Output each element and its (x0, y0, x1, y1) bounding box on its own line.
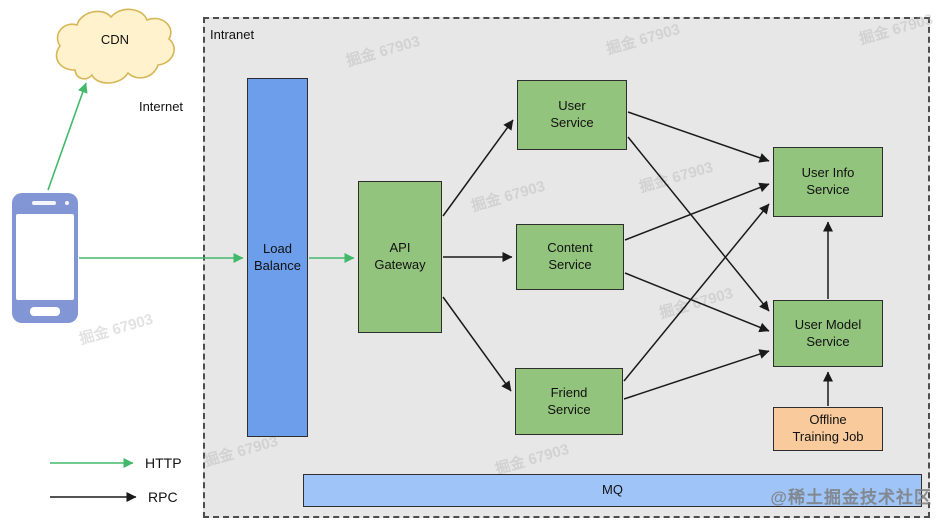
user-info-service-node: User Info Service (773, 147, 883, 217)
phone-screen (16, 214, 74, 300)
legend-http-label: HTTP (145, 455, 182, 471)
load-balance-node: Load Balance (247, 78, 308, 437)
intranet-label: Intranet (210, 27, 255, 42)
watermark-tile: 掘金 67903 (77, 310, 156, 349)
phone-home-button (30, 307, 60, 316)
cdn-cloud-icon (50, 6, 180, 92)
legend-rpc-label: RPC (148, 489, 178, 505)
internet-label: Internet (138, 99, 184, 114)
content-service-node: Content Service (516, 224, 624, 290)
user-service-node: User Service (517, 80, 627, 150)
phone-speaker (32, 201, 56, 205)
friend-service-node: Friend Service (515, 368, 623, 435)
edge-phone-cdn (47, 82, 88, 191)
user-model-service-node: User Model Service (773, 300, 883, 367)
mq-node: MQ (303, 474, 922, 507)
cdn-node: CDN (100, 32, 130, 47)
phone-camera (65, 201, 69, 205)
api-gateway-node: API Gateway (358, 181, 442, 333)
phone-icon (12, 193, 78, 323)
offline-training-job-node: Offline Training Job (773, 407, 883, 451)
